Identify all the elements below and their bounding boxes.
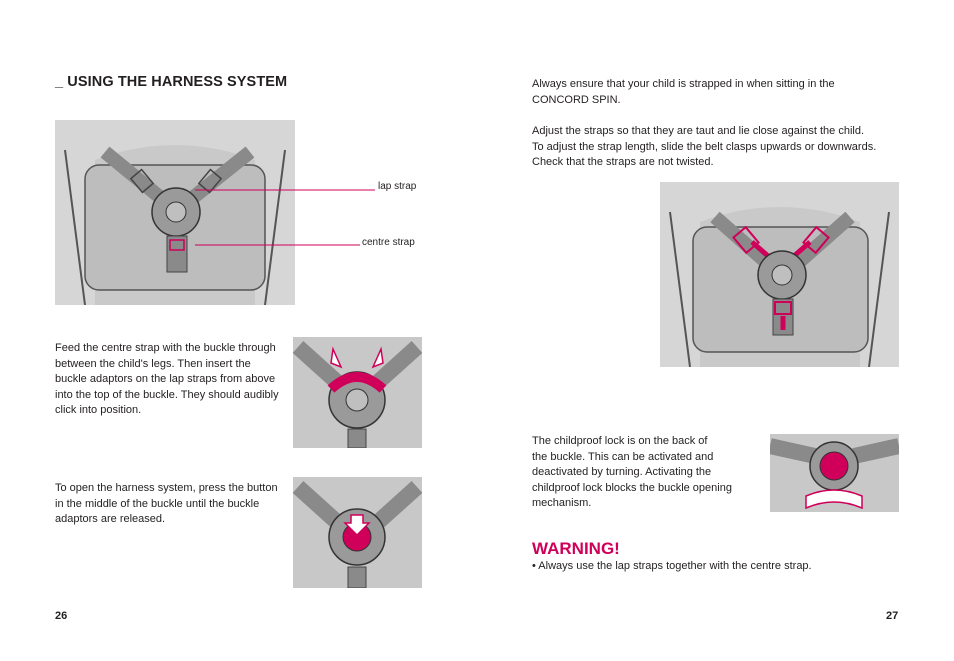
text-line: adaptors are released. — [55, 513, 166, 526]
text-line: Feed the centre strap with the buckle th… — [55, 342, 276, 354]
text-line: To adjust the strap length, slide the be… — [532, 140, 877, 153]
open-harness-paragraph: To open the harness system, press the bu… — [55, 481, 290, 528]
text-line: in the middle of the buckle until the bu… — [55, 497, 260, 510]
warning-title: WARNING! — [532, 539, 620, 558]
lap-strap-label: lap strap — [378, 181, 417, 192]
insert-buckle-illustration — [293, 337, 422, 448]
text-line: Always ensure that your child is strappe… — [532, 78, 835, 90]
childproof-lock-paragraph: The childproof lock is on the back of th… — [532, 434, 757, 512]
text-line: buckle adaptors on the lap straps from a… — [55, 373, 276, 386]
centre-strap-label: centre strap — [362, 237, 415, 248]
open-buckle-illustration — [293, 477, 422, 588]
text-line: childproof lock blocks the buckle openin… — [532, 481, 732, 494]
adjust-straps-illustration — [660, 182, 899, 367]
text-line: The childproof lock is on the back of — [532, 435, 708, 447]
childproof-lock-illustration — [770, 434, 899, 526]
page-number-left: 26 — [55, 610, 68, 622]
text-line: click into position. — [55, 404, 142, 417]
text-line: deactivated by turning. Activating the — [532, 466, 712, 479]
text-line: the buckle. This can be activated and — [532, 450, 714, 463]
section-heading: _ USING THE HARNESS SYSTEM — [55, 74, 288, 90]
text-line: Check that the straps are not twisted. — [532, 156, 714, 169]
text-line: To open the harness system, press the bu… — [55, 482, 278, 494]
warning-bullet: • Always use the lap straps together wit… — [532, 560, 812, 572]
text-line: Adjust the straps so that they are taut … — [532, 125, 865, 137]
label-leader-lines — [195, 189, 375, 246]
adjust-straps-paragraph: Adjust the straps so that they are taut … — [532, 124, 912, 171]
text-line: into the top of the buckle. They should … — [55, 388, 279, 401]
ensure-strapped-paragraph: Always ensure that your child is strappe… — [532, 77, 902, 108]
page-number-right: 27 — [886, 610, 899, 622]
text-line: mechanism. — [532, 497, 592, 510]
harness-overview-illustration — [55, 120, 295, 305]
text-line: CONCORD SPIN. — [532, 93, 621, 106]
insert-buckle-paragraph: Feed the centre strap with the buckle th… — [55, 341, 290, 419]
text-line: between the child's legs. Then insert th… — [55, 357, 251, 370]
